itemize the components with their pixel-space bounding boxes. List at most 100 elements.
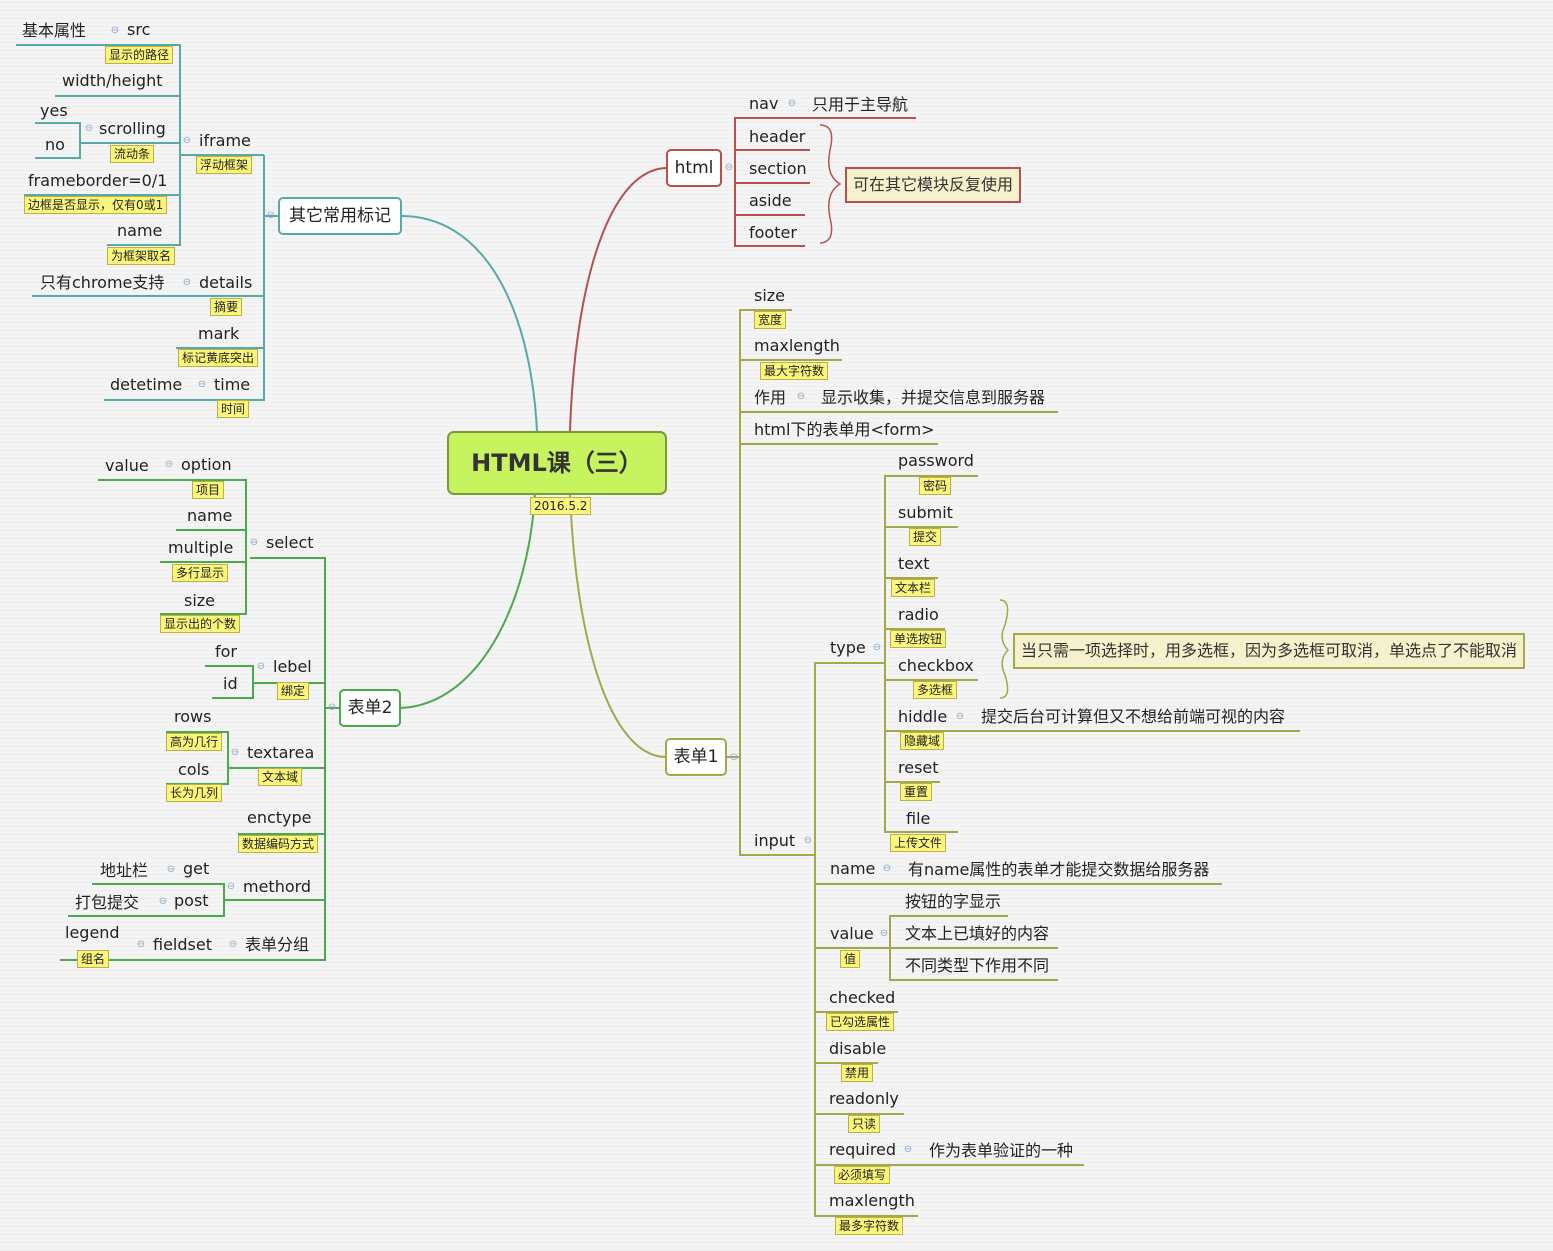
- section-label[interactable]: section: [749, 159, 807, 178]
- collapse-icon[interactable]: ⊖: [182, 277, 192, 288]
- chrome-only-label: 只有chrome支持: [40, 273, 165, 292]
- address-bar-label: 地址栏: [100, 861, 149, 880]
- collapse-icon[interactable]: ⊖: [729, 752, 739, 763]
- collapse-icon[interactable]: ⊖: [182, 135, 192, 146]
- collapse-icon[interactable]: ⊖: [110, 25, 120, 36]
- disable-label[interactable]: disable: [829, 1039, 887, 1058]
- for-label[interactable]: for: [215, 642, 237, 661]
- collapse-icon[interactable]: ⊖: [724, 162, 734, 173]
- reset-label[interactable]: reset: [898, 758, 939, 777]
- collapse-icon[interactable]: ⊖: [136, 939, 146, 950]
- width-height-label[interactable]: width/height: [62, 71, 163, 90]
- collapse-icon[interactable]: ⊖: [164, 459, 174, 470]
- rows-label[interactable]: rows: [174, 707, 212, 726]
- time-label[interactable]: time: [214, 375, 251, 394]
- scrolling-label[interactable]: scrolling: [99, 119, 166, 138]
- checked-note: 已勾选属性: [826, 1013, 895, 1031]
- form1-maxlength-label[interactable]: maxlength: [754, 336, 840, 355]
- input-name-label[interactable]: name: [830, 859, 876, 878]
- nav-desc: 只用于主导航: [812, 95, 909, 114]
- collapse-icon[interactable]: ⊖: [879, 928, 889, 939]
- frameborder-label[interactable]: frameborder=0/1: [28, 171, 168, 190]
- collapse-icon[interactable]: ⊖: [266, 210, 276, 221]
- nav-label[interactable]: nav: [749, 94, 779, 113]
- collapse-icon[interactable]: ⊖: [903, 1144, 913, 1155]
- multiple-label[interactable]: multiple: [168, 538, 234, 557]
- html-topic[interactable]: html: [666, 149, 722, 187]
- value-label[interactable]: value: [830, 924, 874, 943]
- collapse-icon[interactable]: ⊖: [955, 711, 965, 722]
- methord-label[interactable]: methord: [243, 877, 312, 896]
- cols-label[interactable]: cols: [178, 760, 210, 779]
- src-label[interactable]: src: [127, 20, 151, 39]
- detetime-label: detetime: [110, 375, 183, 394]
- select-size-note: 显示出的个数: [160, 615, 241, 633]
- legend-label[interactable]: legend: [65, 923, 120, 942]
- id-label[interactable]: id: [223, 674, 238, 693]
- iframe-name-label[interactable]: name: [117, 221, 163, 240]
- required-label[interactable]: required: [829, 1140, 897, 1159]
- textarea-label[interactable]: textarea: [247, 743, 315, 762]
- file-label[interactable]: file: [906, 809, 931, 828]
- required-note: 必须填写: [834, 1166, 891, 1184]
- submit-label[interactable]: submit: [898, 503, 953, 522]
- collapse-icon[interactable]: ⊖: [327, 702, 337, 713]
- select-size-label[interactable]: size: [184, 591, 216, 610]
- get-label[interactable]: get: [183, 859, 210, 878]
- aside-label[interactable]: aside: [749, 191, 792, 210]
- checked-label[interactable]: checked: [829, 988, 896, 1007]
- collapse-icon[interactable]: ⊖: [166, 864, 176, 875]
- purpose-label[interactable]: 作用: [754, 388, 787, 407]
- checkbox-label[interactable]: checkbox: [898, 656, 974, 675]
- collapse-icon[interactable]: ⊖: [249, 537, 259, 548]
- hiddle-label[interactable]: hiddle: [898, 707, 948, 726]
- post-label[interactable]: post: [174, 891, 209, 910]
- yes-label[interactable]: yes: [40, 101, 68, 120]
- password-label[interactable]: password: [898, 451, 974, 470]
- maxlength2-label[interactable]: maxlength: [829, 1191, 915, 1210]
- collapse-icon[interactable]: ⊖: [84, 123, 94, 134]
- root-date-note: 2016.5.2: [530, 497, 592, 515]
- collapse-icon[interactable]: ⊖: [226, 881, 236, 892]
- file-note: 上传文件: [890, 834, 947, 852]
- select-name-label[interactable]: name: [187, 506, 233, 525]
- value-note: 值: [840, 950, 861, 968]
- form1-size-label[interactable]: size: [754, 286, 786, 305]
- collapse-icon[interactable]: ⊖: [872, 642, 882, 653]
- form2-topic[interactable]: 表单2: [339, 689, 401, 727]
- collapse-icon[interactable]: ⊖: [228, 939, 238, 950]
- form-tag-label[interactable]: html下的表单用<form>: [754, 420, 935, 439]
- radio-label[interactable]: radio: [898, 605, 939, 624]
- other-tags-topic[interactable]: 其它常用标记: [278, 197, 402, 235]
- type-label[interactable]: type: [830, 638, 866, 657]
- collapse-icon[interactable]: ⊖: [796, 391, 806, 402]
- collapse-icon[interactable]: ⊖: [803, 835, 813, 846]
- readonly-label[interactable]: readonly: [829, 1089, 899, 1108]
- collapse-icon[interactable]: ⊖: [158, 896, 168, 907]
- lebel-label[interactable]: lebel: [273, 657, 312, 676]
- footer-label[interactable]: footer: [749, 223, 797, 242]
- collapse-icon[interactable]: ⊖: [787, 98, 797, 109]
- option-label[interactable]: option: [181, 455, 232, 474]
- value-desc-1: 按钮的字显示: [905, 892, 1002, 911]
- iframe-label[interactable]: iframe: [199, 131, 251, 150]
- collapse-icon[interactable]: ⊖: [882, 863, 892, 874]
- details-label[interactable]: details: [199, 273, 253, 292]
- collapse-icon[interactable]: ⊖: [197, 379, 207, 390]
- form1-topic[interactable]: 表单1: [665, 738, 727, 776]
- fieldset-label[interactable]: fieldset: [153, 935, 212, 954]
- mark-note: 标记黄底突出: [178, 349, 259, 367]
- text-label[interactable]: text: [898, 554, 930, 573]
- enctype-label[interactable]: enctype: [247, 808, 312, 827]
- input-label[interactable]: input: [754, 831, 796, 850]
- required-desc: 作为表单验证的一种: [929, 1141, 1074, 1160]
- mark-label[interactable]: mark: [198, 324, 240, 343]
- select-label[interactable]: select: [266, 533, 314, 552]
- html-callout: 可在其它模块反复使用: [845, 167, 1022, 203]
- collapse-icon[interactable]: ⊖: [256, 661, 266, 672]
- collapse-icon[interactable]: ⊖: [230, 747, 240, 758]
- root-topic[interactable]: HTML课（三）: [447, 431, 667, 495]
- header-label[interactable]: header: [749, 127, 806, 146]
- no-label[interactable]: no: [45, 135, 65, 154]
